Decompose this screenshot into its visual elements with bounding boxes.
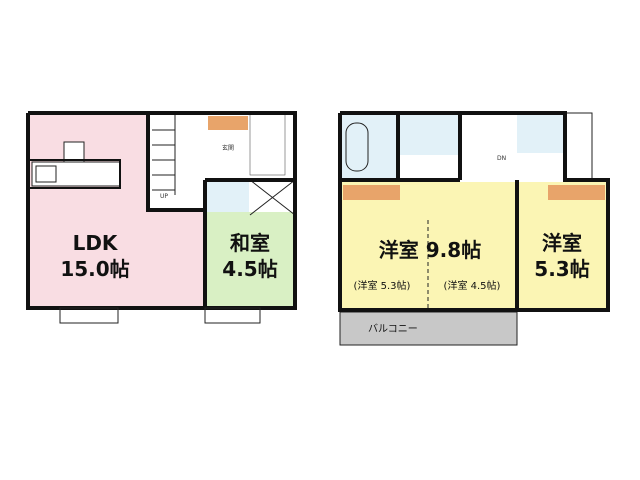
washitsu-size: 4.5帖 xyxy=(222,257,277,281)
ldk-size: 15.0帖 xyxy=(60,257,129,281)
walls-1f xyxy=(26,111,297,310)
bath xyxy=(340,113,398,180)
ldk-name: LDK xyxy=(73,231,119,255)
stairs-dn-label: DN xyxy=(497,155,506,162)
washitsu-room xyxy=(205,212,295,308)
room-large xyxy=(340,182,517,310)
stairs-up-label: UP xyxy=(160,193,168,200)
balcony xyxy=(339,311,518,346)
closet-small xyxy=(548,185,605,200)
toilet-1f xyxy=(207,182,249,212)
room-large-name: 洋室 9.8帖 xyxy=(379,238,481,262)
stove-icon xyxy=(35,165,57,183)
stair-area xyxy=(148,113,205,210)
stairs-lines xyxy=(152,113,176,195)
room-small-name: 洋室 xyxy=(542,231,582,255)
floor-2: DN 洋室 9.8帖 (洋室 5.3帖) (洋室 4.5帖) 洋室 5.3帖 バ… xyxy=(338,111,610,346)
room-small-size: 5.3帖 xyxy=(534,257,589,281)
walls-2f xyxy=(338,111,610,312)
entrance-tiles xyxy=(249,112,286,176)
fridge xyxy=(63,141,85,163)
room-small xyxy=(517,182,608,310)
balcony-label: バルコニー xyxy=(368,323,418,335)
washroom xyxy=(398,113,460,155)
balcony-top xyxy=(564,112,593,181)
washitsu-name: 和室 xyxy=(230,231,270,255)
entrance-closet xyxy=(208,116,248,130)
window-ldk xyxy=(59,307,119,324)
closet-large xyxy=(343,185,400,200)
window-washitsu xyxy=(204,307,261,324)
floor-1: UP 玄関 LDK 15.0帖 和室 4.5帖 xyxy=(26,111,297,324)
room-large-sub-right: (洋室 4.5帖) xyxy=(444,279,501,292)
toilet-2f xyxy=(517,113,565,153)
room-large-sub-left: (洋室 5.3帖) xyxy=(354,279,411,292)
entrance-label: 玄関 xyxy=(222,144,234,152)
